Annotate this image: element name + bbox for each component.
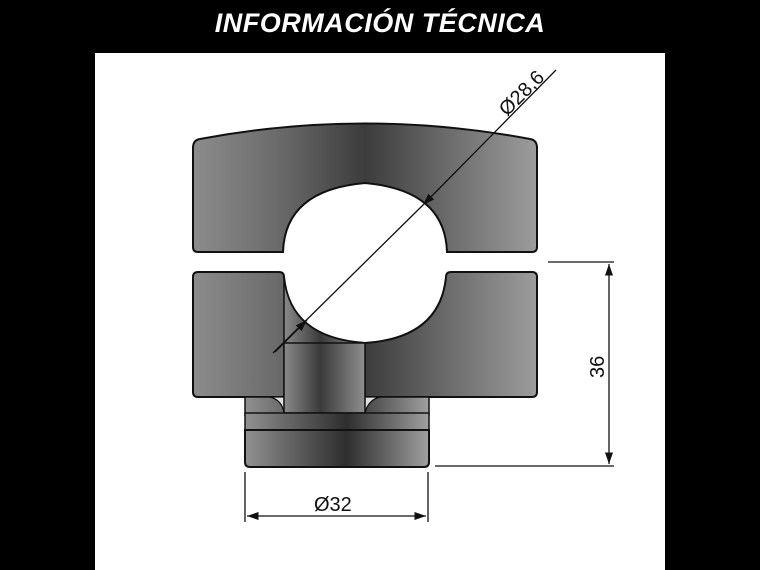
height-label: 36 [587, 356, 609, 378]
clamp-diameter-label: Ø28,6 [495, 66, 549, 120]
base-stem [244, 342, 430, 468]
base-diameter-label: Ø32 [314, 494, 352, 516]
page-title: INFORMACIÓN TÉCNICA [214, 8, 546, 38]
upper-clamp-cap [192, 122, 538, 253]
height-dimension: 36 [435, 261, 614, 467]
base-diameter-dimension: Ø32 [244, 472, 429, 522]
